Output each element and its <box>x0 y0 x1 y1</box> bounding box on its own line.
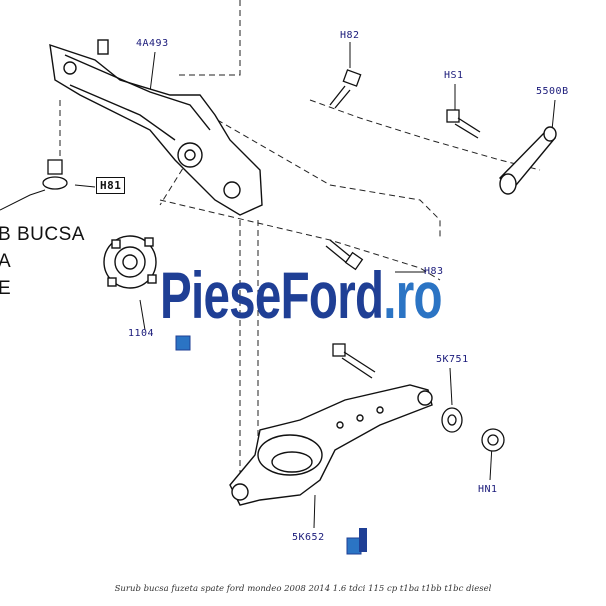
left-text-line-2: A <box>0 251 12 272</box>
bolts <box>42 69 481 379</box>
subframe-drawing <box>49 39 263 216</box>
label-hn1: HN1 <box>478 484 498 495</box>
wheel-hub-1104 <box>103 235 157 289</box>
label-5k652: 5K652 <box>292 532 325 543</box>
bolt-h83 <box>325 239 364 271</box>
link-arm-5500b <box>499 126 557 195</box>
bushing-parts <box>441 407 505 452</box>
lower-arm-5k652 <box>229 384 433 506</box>
left-text-line-1: B BUCSA <box>0 224 85 245</box>
label-h83: H83 <box>424 266 444 277</box>
label-5500b: 5500B <box>536 86 569 97</box>
watermark-logo: PieseFord.ro <box>160 262 443 328</box>
bolt-5k751 <box>332 343 376 379</box>
label-1104: 1104 <box>128 328 155 339</box>
label-5k751: 5K751 <box>436 354 469 365</box>
watermark-text-domain: .ro <box>383 258 442 332</box>
label-4a493: 4A493 <box>136 38 169 49</box>
blue-marker-icons <box>175 335 367 555</box>
label-hs1: HS1 <box>444 70 464 81</box>
caption: Surub bucsa fuzeta spate ford mondeo 200… <box>114 584 492 594</box>
label-h82: H82 <box>340 30 360 41</box>
bolt-h82 <box>329 69 362 109</box>
solid-leader-lines <box>0 42 556 529</box>
left-text-line-3: E <box>0 278 12 299</box>
bolt-hs1 <box>446 109 481 139</box>
watermark-text-main: PieseFord <box>160 258 384 332</box>
label-h81: H81 <box>96 177 126 194</box>
bolt-h81 <box>42 159 68 190</box>
